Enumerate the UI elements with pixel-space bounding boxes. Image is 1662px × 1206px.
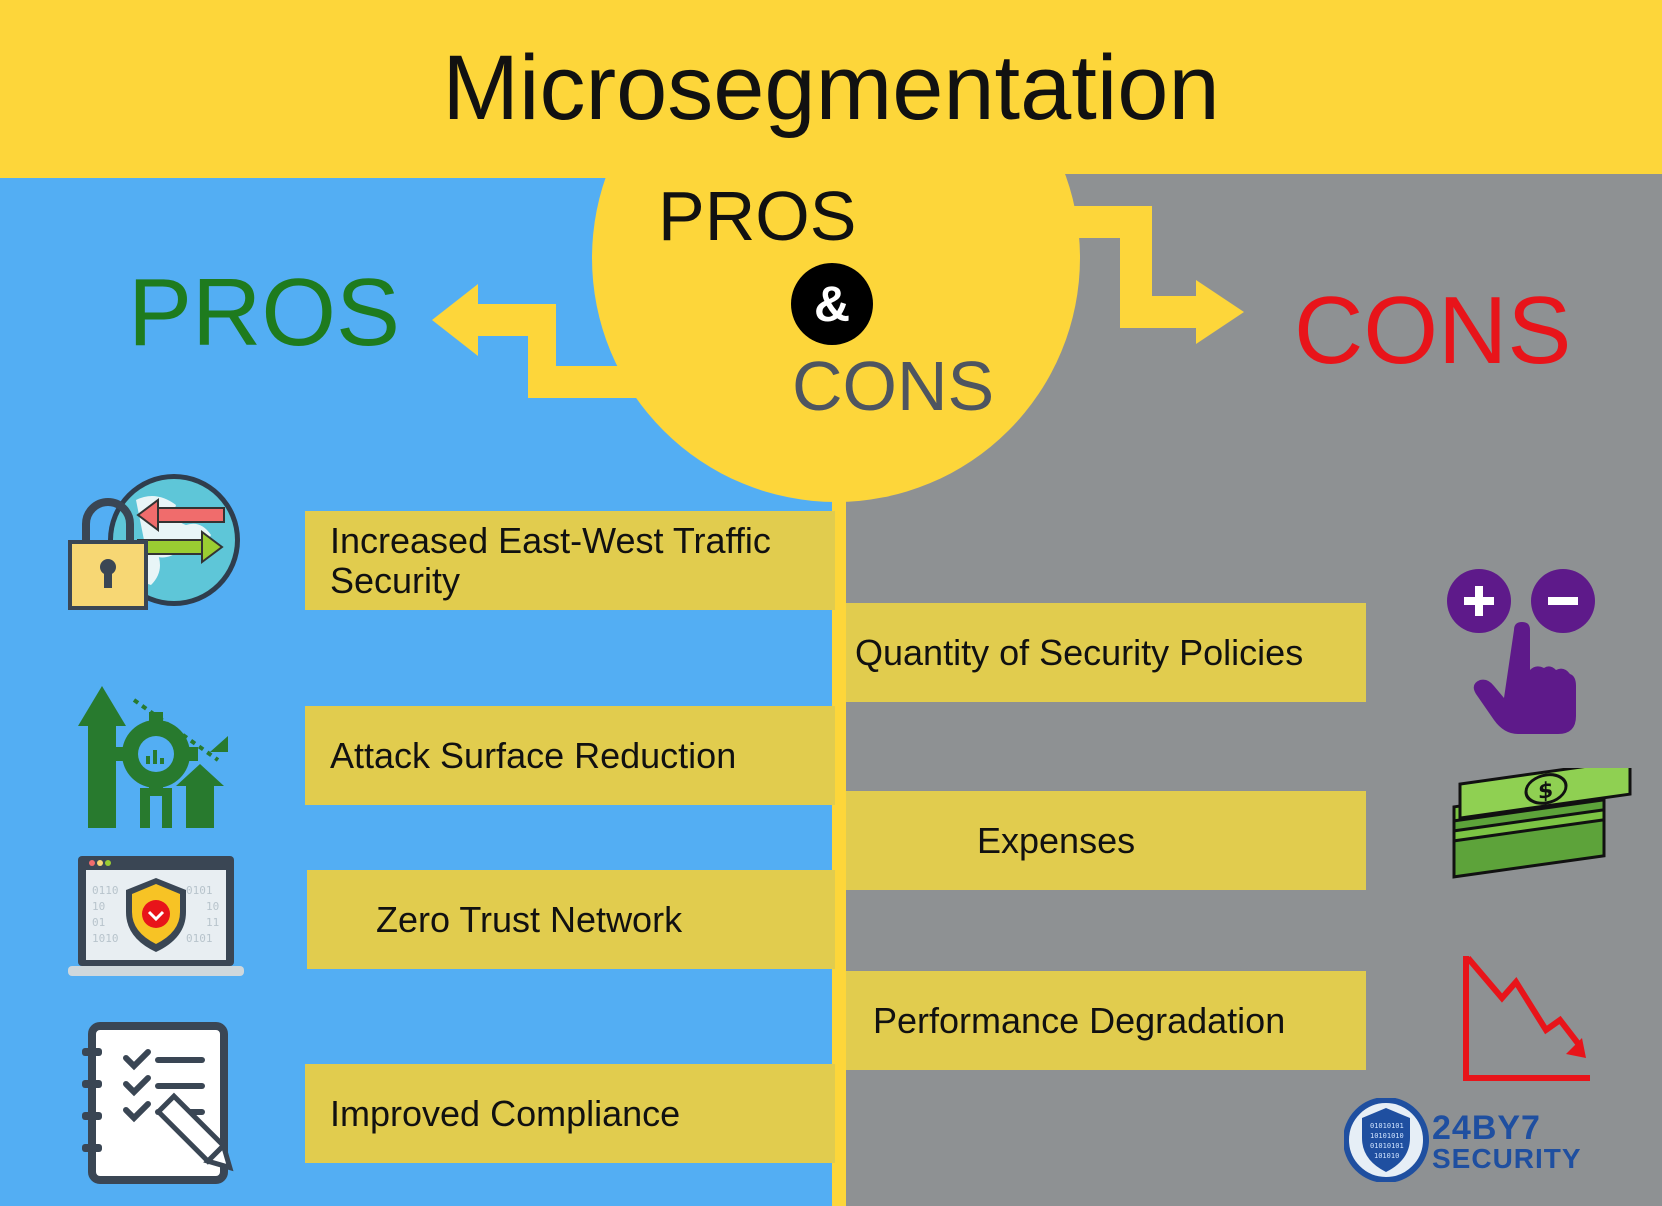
cons-heading: CONS [1294, 277, 1572, 384]
center-circle [592, 14, 1080, 502]
pros-label-3: Zero Trust Network [376, 898, 683, 940]
cons-label-1: Quantity of Security Policies [855, 631, 1304, 673]
svg-text:01010101: 01010101 [1370, 1142, 1404, 1150]
svg-text:0101: 0101 [186, 932, 213, 945]
cons-label-3: Performance Degradation [873, 999, 1286, 1041]
logo-line-1: 24BY7 [1432, 1109, 1541, 1147]
svg-text:1010: 1010 [92, 932, 119, 945]
pros-box-4 [305, 1064, 835, 1163]
pros-label-1: Increased East-West Traffic Security [330, 519, 771, 601]
globe-lock-icon [68, 474, 240, 610]
svg-text:11: 11 [206, 916, 219, 929]
pros-label-2: Attack Surface Reduction [330, 734, 737, 776]
ampersand-badge [791, 263, 873, 345]
svg-text:10101010: 10101010 [1370, 1132, 1404, 1140]
pros-box-1 [305, 511, 835, 610]
shield-binary-logo-icon: 01010101 10101010 01010101 101010 [1344, 1098, 1429, 1182]
plus-minus-hand-icon [1447, 569, 1595, 734]
pros-box-2 [305, 706, 835, 805]
logo-line-2: SECURITY [1432, 1143, 1582, 1174]
center-cons-label: CONS [792, 347, 995, 425]
declining-chart-icon [1463, 956, 1590, 1081]
svg-text:101010: 101010 [1374, 1152, 1399, 1160]
center-divider [832, 470, 846, 1206]
svg-text:10: 10 [92, 900, 105, 913]
svg-text:0101: 0101 [186, 884, 213, 897]
checklist-pencil-icon [82, 1022, 234, 1184]
pros-heading: PROS [128, 259, 401, 366]
cons-box-1 [846, 603, 1366, 702]
gear-growth-icon [78, 686, 228, 828]
center-ampersand: & [813, 276, 851, 332]
pros-arrow [432, 284, 680, 398]
center-pros-label: PROS [658, 177, 857, 255]
svg-text:01: 01 [92, 916, 105, 929]
pros-box-3 [307, 870, 835, 969]
svg-text:10: 10 [206, 900, 219, 913]
money-stack-icon: $ [1452, 768, 1632, 879]
page-title: Microsegmentation [442, 37, 1220, 139]
svg-text:$: $ [1538, 777, 1553, 805]
cons-arrow [1040, 206, 1244, 344]
cons-label-2: Expenses [977, 819, 1136, 861]
pros-label-4: Improved Compliance [330, 1092, 681, 1134]
svg-text:01010101: 01010101 [1370, 1122, 1404, 1130]
cons-box-2 [846, 791, 1366, 890]
svg-text:0110: 0110 [92, 884, 119, 897]
cons-box-3 [846, 971, 1366, 1070]
